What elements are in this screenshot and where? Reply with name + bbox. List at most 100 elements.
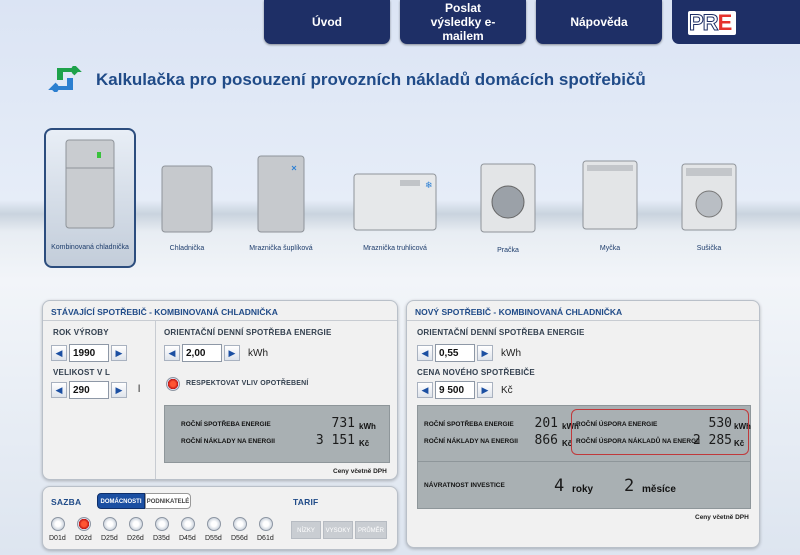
rate-radio-d55d[interactable]	[207, 517, 221, 531]
volume-unit: l	[138, 384, 141, 395]
nav-home-label: Úvod	[312, 15, 342, 29]
appliance-label: Sušička	[696, 245, 722, 252]
nav-help-label: Nápověda	[570, 15, 628, 29]
saving-cost-label: ROČNÍ ÚSPORA NÁKLADŮ NA ENERGII	[576, 438, 700, 445]
payback-years-unit: roky	[572, 484, 594, 495]
annual-cost-unit: Kč	[359, 439, 370, 448]
new-panel-header: NOVÝ SPOTŘEBIČ - KOMBINOVANÁ CHLADNIČKA	[407, 301, 759, 321]
volume-label: VELIKOST V L	[53, 368, 111, 377]
saving-cost-value: 2 285	[692, 433, 732, 448]
year-input[interactable]: 1990	[69, 344, 109, 362]
appliance-label: Mraznička šuplíková	[249, 245, 313, 252]
daily-consumption-stepper[interactable]: ◀2,00▶	[164, 344, 240, 362]
new-daily-increment-button[interactable]: ▶	[477, 345, 493, 361]
new-daily-stepper[interactable]: ◀0,55▶	[417, 344, 493, 362]
current-appliance-panel: STÁVAJÍCÍ SPOTŘEBIČ - KOMBINOVANÁ CHLADN…	[42, 300, 398, 480]
combined-fridge-icon	[65, 139, 115, 229]
divider	[155, 321, 156, 479]
appliance-drawer-freezer[interactable]: Mraznička šuplíková	[249, 154, 313, 252]
year-stepper[interactable]: ◀1990▶	[51, 344, 127, 362]
tarif-low-button[interactable]: NÍZKY	[291, 521, 321, 539]
new-daily-decrement-button[interactable]: ◀	[417, 345, 433, 361]
new-annual-consumption-unit: kWh	[562, 422, 579, 431]
rate-code: D25d	[101, 535, 118, 542]
new-vat-note: Ceny včetně DPH	[695, 514, 749, 521]
rate-radio-d01d[interactable]	[51, 517, 65, 531]
rate-code: D61d	[257, 535, 274, 542]
annual-consumption-label: ROČNÍ SPOTŘEBA ENERGIE	[181, 421, 271, 428]
dryer-icon	[681, 163, 737, 231]
tab-households[interactable]: DOMÁCNOSTI	[97, 493, 145, 509]
appliance-washer[interactable]: Pračka	[479, 162, 537, 254]
nav-help-button[interactable]: Nápověda	[536, 0, 662, 44]
appliance-dishwasher[interactable]: Myčka	[581, 159, 639, 252]
new-annual-consumption-value: 201	[534, 416, 558, 431]
rate-code: D45d	[179, 535, 196, 542]
appliance-label: Myčka	[599, 245, 621, 252]
appliance-fridge[interactable]: Chladnička	[158, 164, 216, 252]
daily-increment-button[interactable]: ▶	[224, 345, 240, 361]
annual-cost-value: 3 151	[315, 433, 355, 448]
volume-input[interactable]: 290	[69, 381, 109, 399]
pre-logo[interactable]: PRE	[672, 0, 800, 44]
price-decrement-button[interactable]: ◀	[417, 382, 433, 398]
year-decrement-button[interactable]: ◀	[51, 345, 67, 361]
price-increment-button[interactable]: ▶	[477, 382, 493, 398]
appliance-label: Kombinovaná chladnička	[51, 244, 129, 251]
new-daily-unit: kWh	[501, 348, 521, 359]
new-annual-consumption-label: ROČNÍ SPOTŘEBA ENERGIE	[424, 421, 514, 428]
rate-radio-d35d[interactable]	[155, 517, 169, 531]
payback-months-value: 2	[624, 476, 635, 496]
new-price-input[interactable]: 9 500	[435, 381, 475, 399]
current-panel-header: STÁVAJÍCÍ SPOTŘEBIČ - KOMBINOVANÁ CHLADN…	[43, 301, 397, 321]
year-increment-button[interactable]: ▶	[111, 345, 127, 361]
rate-code: D01d	[49, 535, 66, 542]
daily-consumption-input[interactable]: 2,00	[182, 344, 222, 362]
chest-freezer-icon: ❄	[353, 173, 437, 231]
daily-decrement-button[interactable]: ◀	[164, 345, 180, 361]
rate-radio-d02d[interactable]	[77, 517, 91, 531]
new-annual-cost-value: 866	[534, 433, 558, 448]
volume-decrement-button[interactable]: ◀	[51, 382, 67, 398]
rate-code: D35d	[153, 535, 170, 542]
rate-code: D55d	[205, 535, 222, 542]
svg-text:❄: ❄	[425, 180, 433, 190]
rate-radio-d61d[interactable]	[259, 517, 273, 531]
new-price-stepper[interactable]: ◀9 500▶	[417, 381, 493, 399]
nav-home-button[interactable]: Úvod	[264, 0, 390, 44]
rate-radio-d56d[interactable]	[233, 517, 247, 531]
wear-radio[interactable]	[166, 377, 180, 391]
new-daily-input[interactable]: 0,55	[435, 344, 475, 362]
new-price-label: CENA NOVÉHO SPOTŘEBIČE	[417, 368, 535, 377]
rate-radio-d25d[interactable]	[103, 517, 117, 531]
logo-e-text: E	[717, 10, 733, 35]
swap-arrows-icon	[48, 66, 82, 92]
dishwasher-icon	[582, 160, 638, 230]
saving-cost-unit: Kč	[734, 439, 745, 448]
daily-consumption-label: ORIENTAČNÍ DENNÍ SPOTŘEBA ENERGIE	[164, 328, 332, 337]
tarif-average-button[interactable]: PRŮMĚR	[355, 521, 387, 539]
annual-consumption-value: 731	[331, 416, 355, 431]
appliance-dryer[interactable]: Sušička	[680, 162, 738, 252]
tarif-label: TARIF	[293, 497, 319, 507]
saving-energy-label: ROČNÍ ÚSPORA ENERGIE	[576, 421, 658, 428]
rate-code: D26d	[127, 535, 144, 542]
savings-highlight-frame	[571, 409, 749, 455]
volume-stepper[interactable]: ◀290▶	[51, 381, 127, 399]
daily-unit: kWh	[248, 348, 268, 359]
appliance-chest-freezer[interactable]: ❄ Mraznička truhlicová	[352, 172, 438, 252]
year-label: ROK VÝROBY	[53, 328, 109, 337]
new-annual-cost-unit: Kč	[562, 439, 573, 448]
rate-radio-d26d[interactable]	[129, 517, 143, 531]
tarif-high-button[interactable]: VYSOKY	[323, 521, 353, 539]
nav-send-results-button[interactable]: Poslat výsledky e-mailem	[400, 0, 526, 44]
tab-businesses[interactable]: PODNIKATELÉ	[145, 493, 191, 509]
rate-radio-d45d[interactable]	[181, 517, 195, 531]
fridge-icon	[161, 165, 213, 233]
current-results-display: ROČNÍ SPOTŘEBA ENERGIE 731 kWh ROČNÍ NÁK…	[164, 405, 390, 463]
volume-increment-button[interactable]: ▶	[111, 382, 127, 398]
appliance-label: Mraznička truhlicová	[363, 245, 427, 252]
new-daily-label: ORIENTAČNÍ DENNÍ SPOTŘEBA ENERGIE	[417, 328, 585, 337]
appliance-combined-fridge[interactable]: Kombinovaná chladnička	[51, 138, 129, 251]
payback-label: NÁVRATNOST INVESTICE	[424, 482, 505, 489]
